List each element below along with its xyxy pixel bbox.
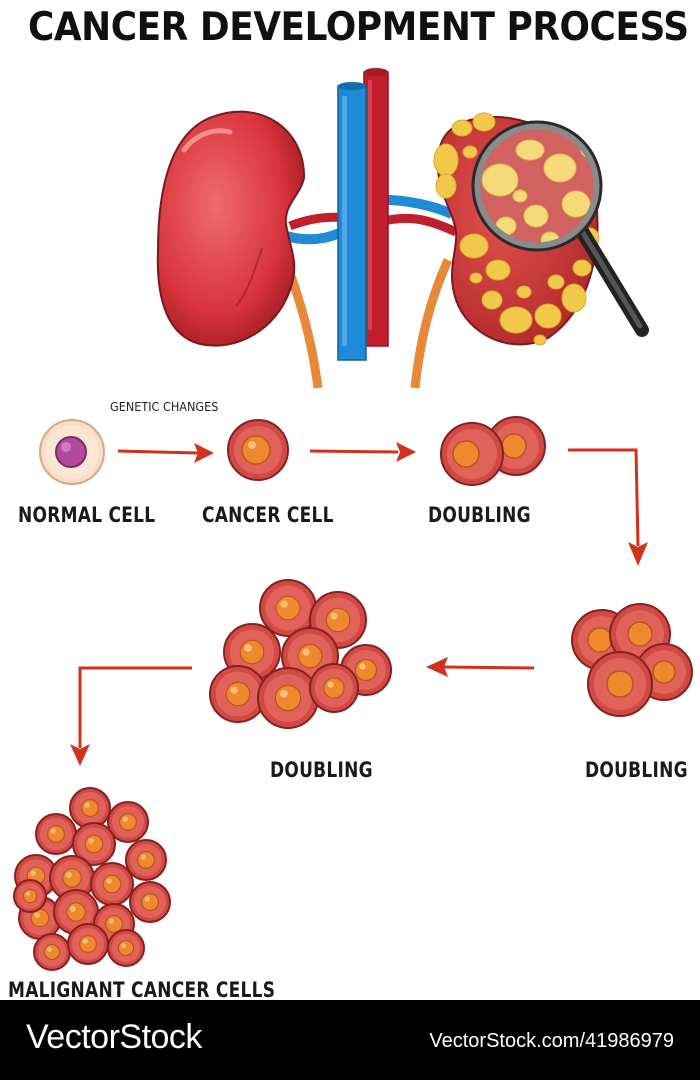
malignant-label: MALIGNANT CANCER CELLS [8, 978, 276, 1002]
cluster-cell [69, 787, 111, 829]
brand-logo: VectorStock [26, 1018, 202, 1056]
arrow-normal-to-cancer [117, 443, 214, 463]
magnifier-icon [471, 120, 649, 337]
cluster-cell [90, 862, 134, 906]
arrow-head-down-2 [70, 744, 90, 766]
cluster-cell [125, 839, 167, 881]
cluster-cell [309, 663, 359, 713]
cancer-cell [227, 419, 289, 481]
process-arrows [70, 442, 648, 766]
cluster-cell [107, 801, 149, 843]
cluster-cell [223, 623, 281, 681]
cancer-cell-label: CANCER CELL [202, 503, 334, 527]
cluster-cell [13, 879, 47, 913]
arrow-doubling-down [568, 448, 640, 547]
genetic-changes-label: GENETIC CHANGES [110, 399, 219, 414]
normal-cell-label: NORMAL CELL [18, 503, 156, 527]
tumor-nodules [433, 112, 600, 346]
cluster-cell [129, 881, 171, 923]
malignant-cancer-cells [13, 787, 171, 971]
doubling-label-3: DOUBLING [585, 758, 688, 782]
doubling-label-1: DOUBLING [428, 503, 531, 527]
healthy-kidney [156, 110, 306, 347]
image-id: VectorStock.com/41986979 [429, 1030, 674, 1052]
cluster-cell [49, 855, 95, 901]
doubling-cells-4 [571, 603, 693, 717]
arrow-cancer-to-doubling [309, 442, 416, 462]
cluster-cell [35, 813, 77, 855]
doubling-cells-8 [209, 579, 392, 729]
cluster-cell [107, 929, 145, 967]
arrow-doubling-to-malignant [78, 666, 192, 748]
doubling-cells-2 [440, 416, 546, 486]
cluster-cell [209, 665, 267, 723]
page-title: CANCER DEVELOPMENT PROCESS [28, 5, 689, 50]
arrow-right-to-left [426, 657, 535, 677]
cluster-cell [53, 889, 99, 935]
kidney-illustration [156, 68, 649, 389]
cluster-cell [72, 822, 116, 866]
right-ureter [410, 258, 453, 389]
arrow-head-down-1 [628, 542, 648, 566]
doubling-label-2: DOUBLING [270, 758, 373, 782]
footer-bar: VectorStock VectorStock.com/41986979 [0, 1000, 700, 1080]
normal-cell [39, 419, 105, 485]
cluster-cell [33, 933, 71, 971]
